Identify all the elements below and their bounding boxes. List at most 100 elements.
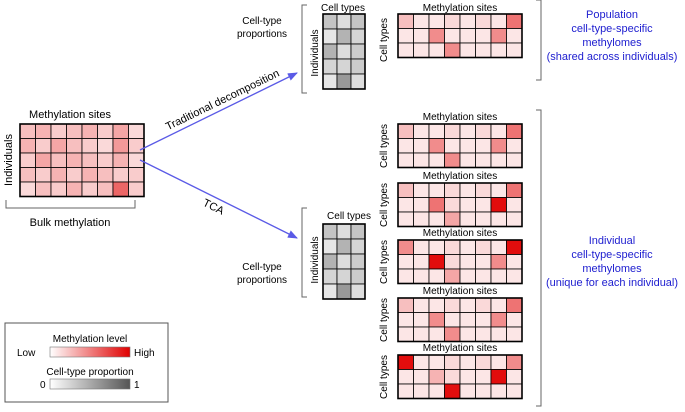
individual-5-cell [413,369,430,385]
individual-3-cell [459,239,476,255]
individual-2-cell [459,197,476,213]
individual-2-cell [490,182,507,198]
individual-3-cell [428,254,445,270]
prop-top-border [322,13,366,90]
tca-label: TCA [201,197,227,218]
proportions-bottom-title-line1: Cell-type [242,262,282,273]
bulk-cell [81,123,98,139]
legend-high-label: High [134,348,155,359]
individual-1-cell [459,123,476,139]
individual-2-cell [413,211,430,227]
individual-caption-line-1: Individual [589,235,635,247]
individual-side-label-3: Cell types [379,240,390,284]
population-cell [428,42,445,58]
individual-1-cell [444,152,461,168]
bulk-cell [19,123,36,139]
individual-5-cell [413,383,430,399]
proportions-top-header: Cell types [321,3,365,14]
individual-side-label-1: Cell types [379,124,390,168]
legend-zero-label: 0 [40,380,46,391]
individual-5-cell [397,369,414,385]
population-cell [444,13,461,29]
bulk-matrix [19,123,145,198]
individual-5-cell [506,369,523,385]
individual-5-cell [428,383,445,399]
prop-bottom-cell [350,268,366,285]
proportions-top-matrix [322,13,366,90]
proportions-bottom-title-line2: proportions [237,275,287,286]
individual-5-cell [459,369,476,385]
individual-2-cell [444,182,461,198]
individual-2-border [397,182,523,228]
prop-top-cell [322,28,338,45]
individual-4-cell [506,326,523,342]
individual-3-border [397,239,523,285]
bulk-cell [66,152,83,168]
individual-5-cell [490,354,507,370]
population-cell [490,28,507,44]
prop-top-cell [322,43,338,60]
bulk-cell [81,167,98,183]
individual-2-cell [397,211,414,227]
individual-1-border [397,123,523,169]
individual-5-cell [428,354,445,370]
individual-4-cell [475,326,492,342]
individual-4-cell [428,297,445,313]
individual-4-cell [506,312,523,328]
population-cell [444,28,461,44]
bulk-cell [35,167,52,183]
individual-4-cell [444,297,461,313]
proportions-top-side-label: Individuals [310,29,321,76]
legend-methylation-gradient [49,346,131,358]
legend: Methylation level Low High Cell-type pro… [4,322,169,403]
bulk-bracket [5,200,136,209]
individual-1-cell [428,152,445,168]
individual-5-cell [444,354,461,370]
bulk-cell [97,138,114,154]
prop-top-cell [322,58,338,75]
individual-4-cell [413,326,430,342]
prop-bottom-cell [350,238,366,255]
prop-bottom-border [322,223,366,300]
tca-arrow [139,159,298,239]
prop-top-cell [336,73,352,90]
population-cell [490,13,507,29]
proportions-top-title-line2: proportions [237,29,287,40]
prop-bottom-cell [336,223,352,240]
individual-caption-line-3: methylomes [582,263,642,275]
population-cell [413,42,430,58]
bulk-cell [112,167,129,183]
population-cell [475,28,492,44]
population-cell [490,42,507,58]
population-cell [506,28,523,44]
bulk-cell [66,123,83,139]
individual-3-cell [444,254,461,270]
population-caption-line-4: (shared across individuals) [547,51,678,63]
individual-1-cell [490,123,507,139]
individual-1-cell [444,138,461,154]
individual-1-cell [475,152,492,168]
population-cell [397,28,414,44]
prop-top-cell [336,13,352,30]
bulk-cell [112,181,129,197]
individual-4-cell [413,297,430,313]
bulk-border [19,123,145,198]
individual-caption: Individualcell-type-specificmethylomes(u… [546,235,678,289]
prop-top-cell [350,28,366,45]
individual-1-cell [413,138,430,154]
prop-bottom-cell [350,223,366,240]
bulk-cell [97,167,114,183]
individual-2-cell [444,197,461,213]
individual-2-cell [459,182,476,198]
individual-1-cell [428,138,445,154]
individual-4-cell [444,326,461,342]
individual-4-cell [506,297,523,313]
individual-5-border [397,354,523,400]
individual-1-cell [506,138,523,154]
individual-3-cell [506,268,523,284]
prop-bottom-cell [350,253,366,270]
individual-2-cell [475,197,492,213]
population-caption-line-3: methylomes [582,37,642,49]
bulk-cell [97,123,114,139]
individual-5-cell [444,369,461,385]
